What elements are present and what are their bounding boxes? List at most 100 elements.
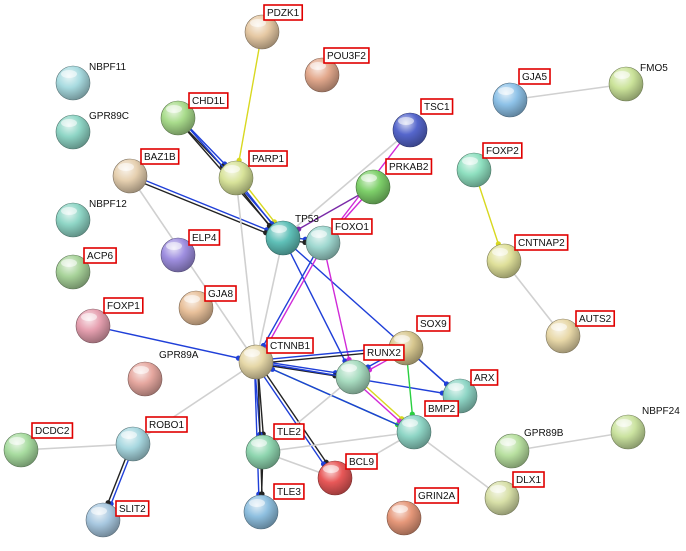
edge-line-black	[256, 360, 337, 478]
node-robo1[interactable]: ROBO1	[115, 416, 188, 462]
node-label: GPR89B	[524, 428, 564, 439]
node-gloss	[341, 364, 357, 372]
node-label-box	[204, 285, 237, 302]
node-gpr89c[interactable]: GPR89C	[55, 111, 129, 150]
node-prkab2[interactable]: PRKAB2	[355, 158, 433, 205]
node-auts2[interactable]: AUTS2	[545, 310, 616, 354]
node-label: FOXO1	[335, 222, 369, 233]
node-label: GPR89C	[89, 111, 129, 122]
node-tsc1[interactable]: TSC1	[392, 98, 454, 148]
node-label-box	[420, 98, 454, 115]
node-label-box	[248, 150, 288, 167]
node-label: GJA8	[208, 289, 233, 300]
node-tp53[interactable]: TP53	[265, 214, 319, 256]
edge-line-gray	[255, 237, 284, 363]
node-gloss	[166, 242, 182, 250]
node-label: GPR89A	[159, 350, 199, 361]
node-slit2[interactable]: SLIT2	[85, 500, 150, 538]
edge-line-black	[129, 176, 283, 241]
edge-line-gray	[129, 175, 257, 363]
node-gloss	[402, 419, 418, 427]
node-acp6[interactable]: ACP6	[55, 247, 117, 290]
node-gloss	[61, 119, 77, 127]
node-gloss	[490, 485, 506, 493]
node-label-box	[273, 483, 305, 500]
node-label: GJA5	[522, 72, 547, 83]
node-fmo5[interactable]: FMO5	[608, 63, 668, 102]
edges-layer	[20, 31, 629, 521]
edge-ctnnb1-bcl9	[254, 360, 337, 480]
edge-line-gray	[282, 129, 411, 239]
node-nbpf24[interactable]: NBPF24	[610, 406, 680, 450]
node-label: FMO5	[640, 63, 668, 74]
node-gja5[interactable]: GJA5	[492, 68, 551, 118]
node-label: SOX9	[420, 319, 447, 330]
node-gpr89b[interactable]: GPR89B	[494, 428, 564, 469]
node-gloss	[166, 105, 182, 113]
node-gloss	[323, 465, 339, 473]
edge-bmp2-tle2	[262, 431, 415, 453]
node-label-box	[470, 369, 499, 386]
node-gloss	[81, 313, 97, 321]
node-runx2[interactable]: RUNX2	[335, 344, 405, 395]
node-gloss	[398, 117, 414, 125]
node-bcl9[interactable]: BCL9	[317, 453, 378, 496]
edge-line-blue	[130, 173, 284, 238]
node-label: DLX1	[516, 475, 541, 486]
node-label-box	[482, 142, 523, 159]
node-elp4[interactable]: ELP4	[160, 229, 221, 273]
node-gloss	[492, 248, 508, 256]
node-label: FOXP2	[486, 146, 519, 157]
node-gja8[interactable]: GJA8	[178, 285, 237, 326]
node-pdzk1[interactable]: PDZK1	[244, 4, 304, 50]
node-gloss	[118, 163, 134, 171]
node-tle2[interactable]: TLE2	[245, 423, 305, 470]
node-foxo1[interactable]: FOXO1	[305, 218, 373, 261]
node-gloss	[121, 431, 137, 439]
node-label-box	[83, 247, 117, 264]
node-pou3f2[interactable]: POU3F2	[304, 47, 370, 93]
node-baz1b[interactable]: BAZ1B	[112, 148, 180, 194]
node-parp1[interactable]: PARP1	[218, 150, 288, 196]
node-cntnap2[interactable]: CNTNAP2	[486, 234, 569, 279]
node-gloss	[448, 383, 464, 391]
node-gloss	[614, 71, 630, 79]
edge-tsc1-tp53	[282, 129, 411, 239]
node-grin2a[interactable]: GRIN2A	[386, 487, 460, 536]
node-gloss	[61, 70, 77, 78]
node-nbpf11[interactable]: NBPF11	[55, 62, 126, 101]
node-gloss	[271, 225, 287, 233]
node-label: NBPF11	[89, 62, 126, 73]
edge-bmp2-dlx1	[413, 431, 503, 499]
node-label: DCDC2	[35, 426, 70, 437]
node-label: AUTS2	[579, 314, 612, 325]
node-label: SLIT2	[119, 504, 146, 515]
node-label: BAZ1B	[144, 152, 176, 163]
node-bmp2[interactable]: BMP2	[396, 400, 460, 450]
node-label-box	[575, 310, 616, 327]
node-gloss	[133, 366, 149, 374]
node-dlx1[interactable]: DLX1	[484, 471, 545, 516]
node-label-box	[514, 234, 569, 251]
node-tle3[interactable]: TLE3	[243, 483, 305, 530]
node-chd1l[interactable]: CHD1L	[160, 92, 229, 136]
edge-baz1b-tp53	[129, 173, 284, 241]
node-dcdc2[interactable]: DCDC2	[3, 422, 74, 468]
node-gpr89a[interactable]: GPR89A	[127, 350, 199, 397]
edge-baz1b-ctnnb1	[129, 175, 257, 363]
node-label-box	[331, 218, 373, 235]
edge-dcdc2-robo1	[20, 443, 134, 451]
node-foxp2[interactable]: FOXP2	[456, 142, 523, 188]
edge-line-gray	[413, 431, 503, 499]
edge-line-blue	[254, 362, 335, 480]
node-label: PDZK1	[267, 8, 300, 19]
node-label: GRIN2A	[418, 491, 456, 502]
node-label-box	[424, 400, 460, 417]
edge-line-gray	[511, 431, 629, 452]
node-gloss	[61, 207, 77, 215]
node-foxp1[interactable]: FOXP1	[75, 297, 144, 344]
node-nbpf12[interactable]: NBPF12	[55, 199, 127, 238]
node-gloss	[392, 505, 408, 513]
edge-line-blue	[253, 241, 323, 362]
node-ctnnb1[interactable]: CTNNB1	[238, 337, 314, 380]
